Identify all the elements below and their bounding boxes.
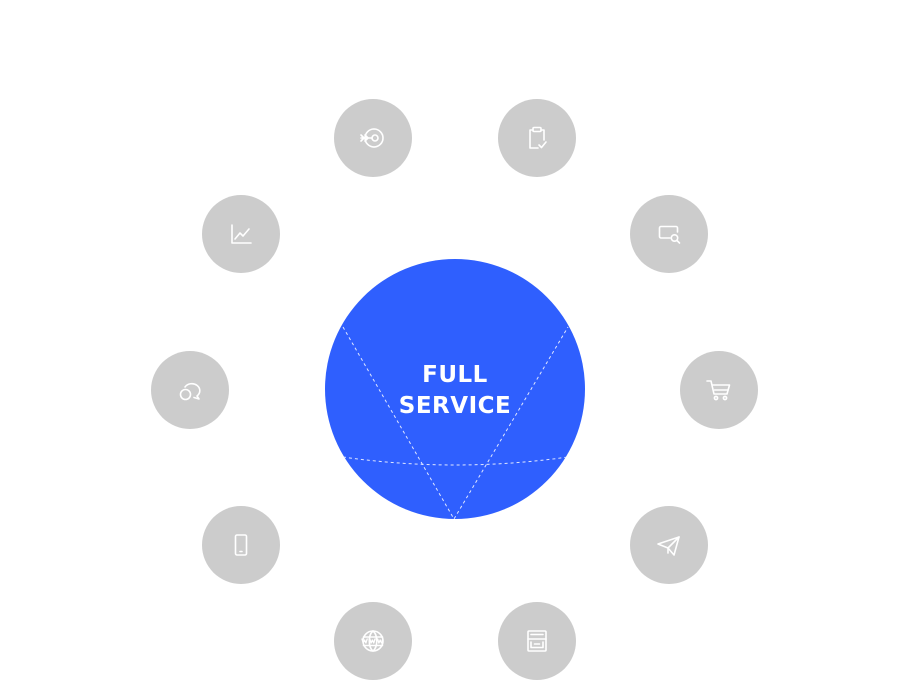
service-node-web[interactable] [334,602,412,680]
screen-search-icon [658,225,681,244]
service-node-marketing[interactable] [630,506,708,584]
mobile-phone-icon [234,534,248,556]
archive-box-icon [527,630,547,652]
clipboard-check-icon [529,126,547,149]
center-title-line1: FULL [422,362,488,388]
service-node-analytics[interactable] [202,195,280,273]
service-node-seo[interactable] [630,195,708,273]
paper-plane-icon [657,536,680,556]
target-arrow-icon [360,128,384,148]
full-service-circle: FULL SERVICE [325,259,585,519]
center-title: FULL SERVICE [325,360,585,422]
center-title-line2: SERVICE [398,393,512,419]
service-node-hosting[interactable] [498,602,576,680]
service-node-planning[interactable] [498,99,576,177]
line-chart-icon [231,224,252,244]
www-globe-icon [361,630,384,652]
service-node-consulting[interactable] [151,351,229,429]
service-node-mobile[interactable] [202,506,280,584]
dashed-guide-lines [342,326,569,519]
service-node-commerce[interactable] [680,351,758,429]
service-node-targeting[interactable] [334,99,412,177]
shopping-cart-icon [706,380,731,401]
chat-bubbles-icon [179,382,201,401]
